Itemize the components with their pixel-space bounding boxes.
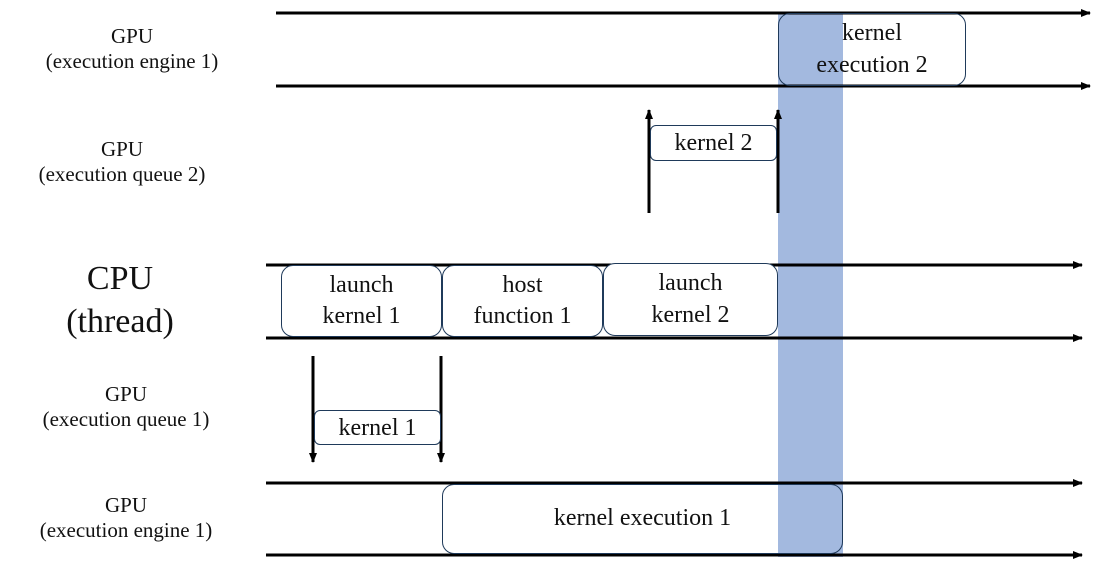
box-line2: kernel 2	[651, 301, 730, 328]
box-line1: kernel	[842, 20, 902, 47]
lane-label-line1: CPU	[86, 260, 154, 297]
launch-kernel-1-box: launch kernel 1	[281, 265, 442, 337]
box-line1: launch	[658, 270, 723, 297]
box-label: kernel 1	[338, 414, 417, 441]
lane-label-line2: (execution queue 2)	[38, 162, 206, 187]
kernel-2-box: kernel 2	[650, 125, 777, 161]
launch-kernel-2-box: launch kernel 2	[603, 263, 778, 336]
box-label: kernel 2	[674, 130, 753, 156]
lane-label-gpu-queue-1: GPU (execution queue 1)	[14, 382, 238, 432]
box-line1: host	[502, 271, 543, 298]
lane-label-gpu-engine-top: GPU (execution engine 1)	[20, 24, 244, 74]
box-label: kernel execution 1	[553, 505, 732, 532]
lane-label-line2: (execution engine 1)	[45, 49, 219, 74]
lane-label-line2: (execution queue 1)	[42, 407, 210, 432]
lane-label-line1: GPU	[104, 382, 147, 406]
lane-label-line1: GPU	[104, 493, 147, 517]
box-line2: kernel 1	[322, 303, 401, 329]
kernel-execution-1-box: kernel execution 1	[442, 484, 843, 554]
lane-label-gpu-engine-bottom: GPU (execution engine 1)	[14, 493, 238, 543]
kernel-1-box: kernel 1	[314, 410, 441, 445]
kernel-execution-2-box: kernel execution 2	[778, 13, 966, 86]
host-function-1-box: host function 1	[442, 265, 603, 337]
lane-label-line2: (thread)	[66, 302, 174, 340]
box-line2: execution 2	[816, 51, 928, 78]
lane-label-line2: (execution engine 1)	[39, 518, 213, 543]
lane-label-line1: GPU	[100, 137, 143, 161]
box-line1: launch	[329, 271, 394, 298]
lane-label-line1: GPU	[110, 24, 153, 48]
lane-label-gpu-queue-2: GPU (execution queue 2)	[10, 137, 234, 187]
box-line2: function 1	[473, 303, 572, 329]
sync-highlight-band	[778, 13, 843, 557]
lane-label-cpu-thread: CPU (thread)	[30, 258, 210, 343]
